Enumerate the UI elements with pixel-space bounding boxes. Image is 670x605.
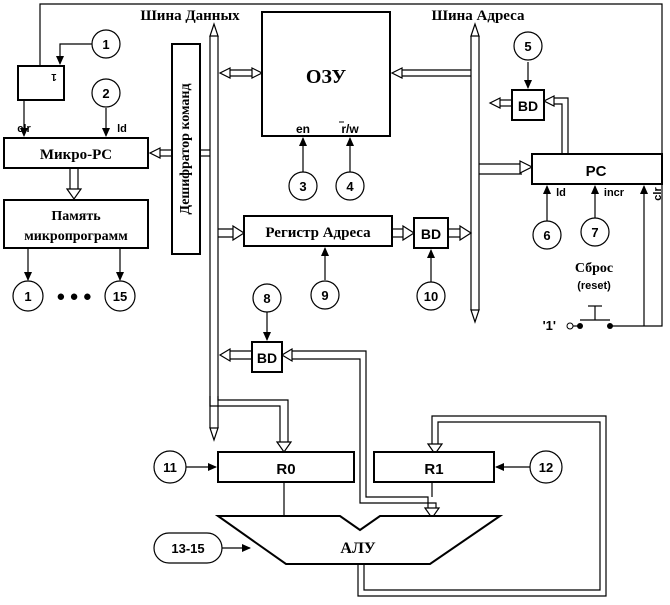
signal-10: 10	[416, 281, 446, 311]
bus-alu-r1	[357, 415, 607, 597]
bd-buffer-bottom: BD	[251, 341, 283, 373]
alu-block: АЛУ	[214, 515, 504, 565]
ram-rw-label: r/w	[341, 122, 359, 136]
bus-data-r0	[209, 396, 293, 454]
signal-7: 7	[580, 217, 610, 247]
bd-bottom-label: BD	[257, 350, 277, 366]
bus-data-address-register	[218, 224, 246, 242]
reset-title: Сброс	[575, 261, 613, 276]
signal-1: 1	[91, 29, 121, 59]
memory-label-line1: Память	[51, 209, 101, 224]
micro-pc-label: Микро-PC	[40, 147, 112, 163]
data-bus	[209, 22, 219, 442]
signal-11-label: 11	[163, 460, 177, 475]
trigger-mark: 1	[51, 71, 57, 82]
bus-address-ram	[390, 67, 471, 79]
pc-ld-label: ld	[556, 187, 566, 199]
address-register-block: Регистр Адреса	[243, 215, 393, 247]
alu-label: АЛУ	[340, 540, 375, 557]
signal-2-label: 2	[102, 86, 109, 101]
reset-wire-top	[39, 3, 663, 154]
r1-register: R1	[373, 451, 495, 483]
bus-bd-address	[448, 224, 473, 242]
memory-output-first-label: 1	[24, 289, 31, 304]
signal-12-label: 12	[539, 460, 553, 475]
micro-pc-block: Микро-PC clr ld	[3, 123, 149, 169]
signal-6: 6	[532, 220, 562, 250]
r0-register: R0	[217, 451, 355, 483]
bus-pc-bd-top	[542, 95, 569, 154]
signal-3-label: 3	[299, 179, 306, 194]
reset-switch[interactable]: Сброс (reset) '1'	[543, 261, 614, 333]
bus-address-pc	[479, 160, 534, 175]
memory-outputs-ellipsis: ● ● ●	[56, 288, 92, 305]
signal-9: 9	[310, 280, 340, 310]
signal-13-15-label: 13-15	[171, 541, 204, 556]
signal-5: 5	[513, 31, 543, 61]
bus-address-bd-top	[488, 97, 512, 109]
bus-micro-pc-memory	[65, 168, 83, 201]
trigger-block: 1	[17, 65, 65, 101]
ram-label: ОЗУ	[306, 66, 347, 88]
r1-label: R1	[424, 461, 443, 478]
bd-buffer-middle: BD	[413, 217, 449, 249]
signal-9-label: 9	[321, 288, 328, 303]
signal-13-15: 13-15	[153, 532, 223, 564]
command-decoder-label: Дешифратор команд	[178, 83, 193, 214]
memory-output-last-label: 15	[113, 289, 127, 304]
bd-middle-label: BD	[421, 226, 441, 242]
memory-label-line2: микропрограмм	[24, 229, 128, 244]
ram-block: ОЗУ en r/w	[261, 11, 391, 137]
microprogram-memory-block: Память микропрограмм	[3, 199, 149, 249]
micro-pc-ld-label: ld	[117, 123, 127, 135]
signal-12: 12	[529, 450, 563, 484]
bd-buffer-top: BD	[511, 89, 545, 121]
signal-5-label: 5	[524, 39, 531, 54]
signal-8: 8	[252, 283, 282, 313]
pc-incr-label: incr	[604, 187, 625, 199]
bus-data-micro-pc	[148, 147, 210, 159]
address-bus	[470, 22, 480, 324]
signal-8-label: 8	[263, 291, 270, 306]
address-bus-label: Шина Адреса	[432, 8, 525, 24]
signal-4: 4	[335, 171, 365, 201]
signal-1-label: 1	[102, 37, 109, 52]
bus-bd-data	[218, 347, 252, 363]
bd-top-label: BD	[518, 98, 538, 114]
signal-3: 3	[288, 171, 318, 201]
signal-10-label: 10	[424, 289, 438, 304]
logic-one-label: '1'	[543, 318, 556, 333]
memory-output-last: 15	[104, 280, 136, 312]
data-bus-label: Шина Данных	[140, 8, 240, 24]
pc-clr-label: clr	[652, 187, 664, 201]
memory-output-first: 1	[12, 280, 44, 312]
bus-data-ram	[218, 67, 264, 79]
ram-en-label: en	[296, 122, 310, 136]
reset-subtitle: (reset)	[577, 280, 611, 292]
bus-alu-bd	[280, 347, 441, 520]
bus-address-register-bd	[392, 224, 416, 242]
signal-4-label: 4	[346, 179, 354, 194]
signal-2: 2	[91, 78, 121, 108]
signal-7-label: 7	[591, 225, 598, 240]
signal-6-label: 6	[543, 228, 550, 243]
address-register-label: Регистр Адреса	[265, 225, 371, 241]
wire-signal-1	[56, 43, 92, 65]
command-decoder-block: Дешифратор команд	[171, 43, 201, 255]
reset-wire-right	[612, 154, 663, 327]
signal-11: 11	[153, 450, 187, 484]
r0-label: R0	[276, 461, 295, 478]
pc-label: PC	[586, 163, 607, 180]
